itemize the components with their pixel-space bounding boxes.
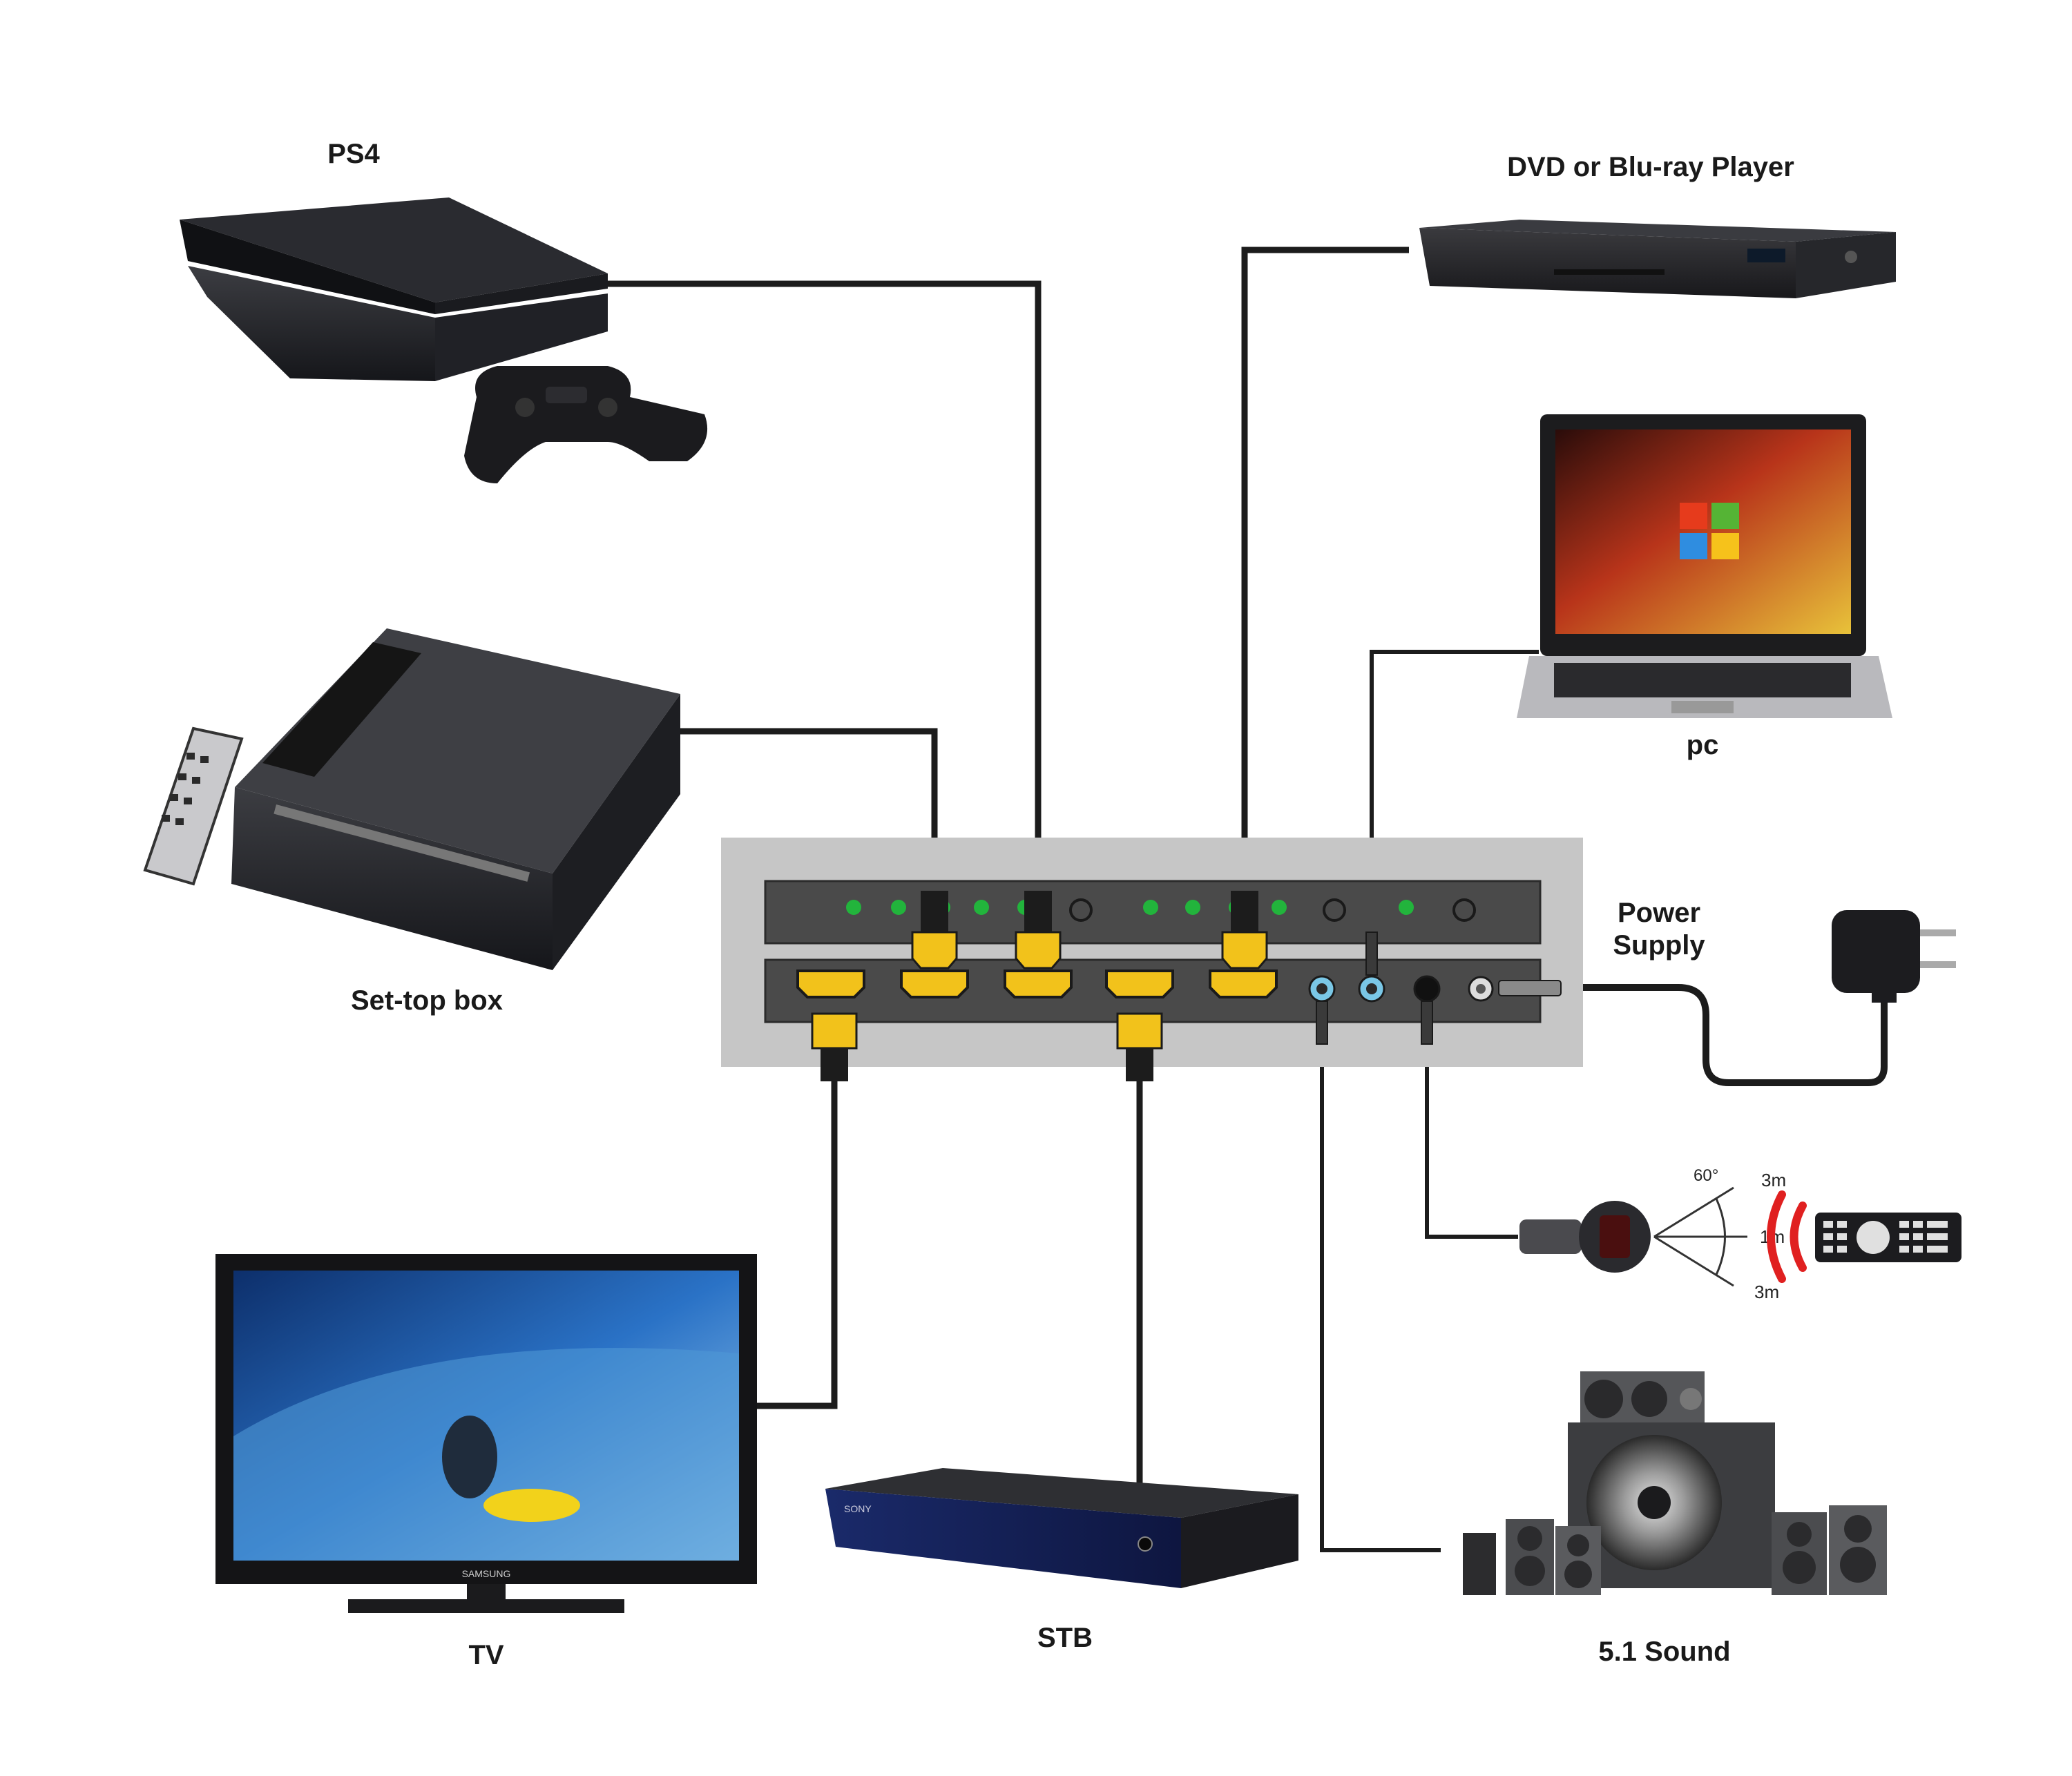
- gamepad-icon: [464, 366, 708, 483]
- ir-wave-icon: [1767, 1190, 1807, 1283]
- hdmi-plug: [1116, 1012, 1163, 1081]
- hdmi-plug: [1221, 891, 1268, 969]
- power-label-line2: Supply: [1613, 930, 1705, 961]
- switch-buttons: [1069, 898, 1476, 922]
- ir-receiver-icon: [1519, 1201, 1651, 1273]
- tv-hdmi-cable: [757, 1077, 838, 1409]
- hdmi-plug: [811, 1012, 858, 1081]
- dvd-hdmi-cable: [1241, 247, 1409, 885]
- ir-jack: [1413, 975, 1441, 1003]
- power-cable: [1561, 984, 1888, 1086]
- led: [974, 900, 989, 915]
- pc-audio-cable: [1370, 650, 1539, 898]
- sound-label: 5.1 Sound: [1598, 1637, 1730, 1667]
- led: [1399, 900, 1414, 915]
- audio-jacks: [1308, 975, 1494, 1003]
- ps4-console-icon: [180, 197, 608, 381]
- dvd-display: [1747, 249, 1785, 262]
- ps4-label: PS4: [327, 139, 380, 169]
- ir-angle: 60°: [1694, 1166, 1718, 1185]
- stb-brand: SONY: [844, 1503, 872, 1514]
- led: [846, 900, 861, 915]
- set-top-box-icon: [231, 628, 680, 970]
- settop-hdmi-cable: [680, 728, 938, 885]
- speaker-system-icon: [1463, 1371, 1887, 1595]
- hdmi-plugs: [811, 891, 1268, 1081]
- power-label-line1: Power: [1618, 898, 1700, 928]
- hdmi-port-1: [900, 969, 969, 998]
- hdmi-port-4: [1209, 969, 1278, 998]
- hdmi-port-3: [1105, 969, 1174, 998]
- sound-audio-cable: [1320, 1056, 1441, 1552]
- hdmi-port-out: [796, 969, 865, 998]
- ir-range-1: 3m: [1761, 1170, 1786, 1190]
- led: [1185, 900, 1200, 915]
- stb-label: STB: [1037, 1623, 1093, 1653]
- hdmi-plug: [1015, 891, 1062, 969]
- ir-range-3: 3m: [1754, 1282, 1779, 1302]
- cables: [601, 247, 1888, 1552]
- remote-icon: [143, 726, 244, 886]
- tv-brand: SAMSUNG: [462, 1568, 511, 1579]
- ir-remote-icon: [1815, 1213, 1961, 1262]
- hdmi-ports: [796, 969, 1278, 998]
- select-button: [1452, 898, 1476, 922]
- hdmi-switch-icon: [721, 838, 1583, 1081]
- led: [891, 900, 906, 915]
- tv-label: TV: [468, 1640, 503, 1670]
- pc-label: pc: [1687, 730, 1719, 760]
- hdmi-port-2: [1004, 969, 1073, 998]
- jack-plugs: [1316, 932, 1562, 1045]
- laptop-screen: [1555, 429, 1851, 634]
- dvd-label: DVD or Blu-ray Player: [1507, 152, 1794, 182]
- stb-box-icon: SONY: [825, 1468, 1298, 1588]
- led: [1143, 900, 1158, 915]
- ir-range-indicator: [1653, 1186, 1747, 1287]
- ir-cable: [1425, 1043, 1518, 1239]
- tv-icon: SAMSUNG: [215, 1254, 757, 1613]
- hdmi-plug: [911, 891, 958, 969]
- settop-label: Set-top box: [351, 985, 503, 1016]
- ps4-hdmi-cable: [601, 280, 1042, 885]
- select-button: [1323, 898, 1346, 922]
- windows-logo-icon: [1680, 503, 1739, 559]
- dvd-player-icon: [1419, 220, 1896, 298]
- power-adapter-icon: [1832, 910, 1956, 1003]
- select-button: [1069, 898, 1093, 922]
- led: [1272, 900, 1287, 915]
- laptop-icon: [1517, 414, 1892, 718]
